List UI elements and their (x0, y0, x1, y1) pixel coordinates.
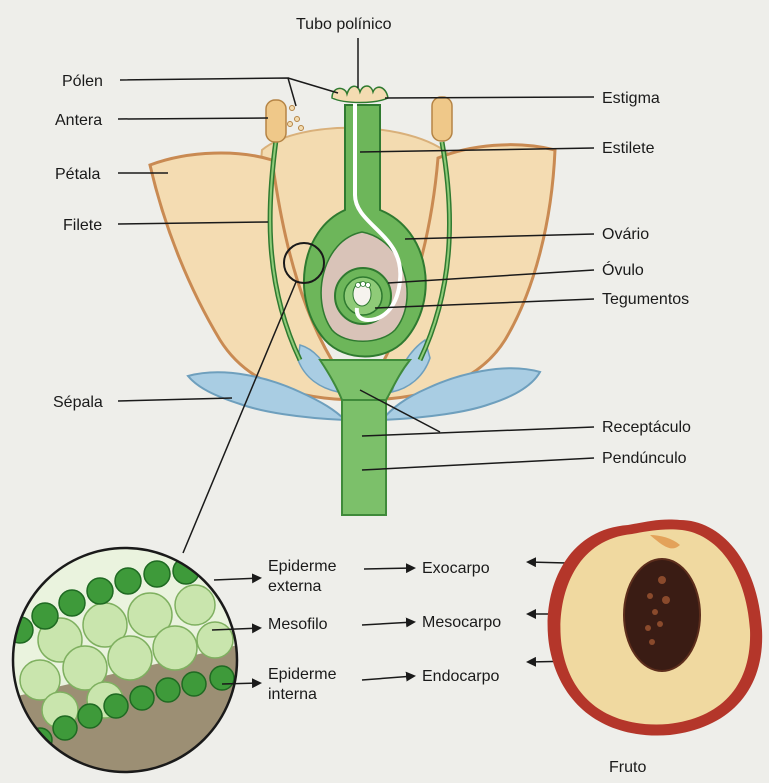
label-polen: Pólen (62, 73, 103, 90)
flower-illustration (150, 86, 555, 553)
label-petala: Pétala (55, 166, 100, 183)
label-exocarpo: Exocarpo (422, 560, 490, 577)
label-estigma: Estigma (602, 90, 660, 107)
label-epiderme-externa-1: Epiderme (268, 558, 337, 575)
fruit-endocarp (624, 559, 700, 671)
pollen-grains (288, 106, 304, 131)
tissue-magnification (0, 548, 260, 778)
anther-left (266, 100, 286, 142)
stigma (332, 86, 388, 103)
label-epiderme-interna-1: Epiderme (268, 666, 337, 683)
label-fruto: Fruto (609, 759, 646, 776)
tissue-labels: Epiderme externa Mesofilo Epiderme inter… (268, 558, 501, 703)
label-sepala: Sépala (53, 394, 103, 411)
label-ovario: Ovário (602, 226, 649, 243)
label-mesofilo: Mesofilo (268, 616, 328, 633)
label-receptaculo: Receptáculo (602, 419, 691, 436)
label-estilete: Estilete (602, 140, 655, 157)
peduncle (342, 382, 386, 515)
label-tubo-polinico: Tubo polínico (296, 16, 392, 33)
label-endocarpo: Endocarpo (422, 668, 499, 685)
label-filete: Filete (63, 217, 102, 234)
label-epiderme-interna-2: interna (268, 686, 317, 703)
label-tegumentos: Tegumentos (602, 291, 689, 308)
label-ovulo: Óvulo (602, 260, 644, 279)
label-epiderme-externa-2: externa (268, 578, 321, 595)
label-mesocarpo: Mesocarpo (422, 614, 501, 631)
fruit-illustration: Fruto (548, 519, 763, 776)
label-penduculo: Pendúnculo (602, 450, 687, 467)
anther-right (432, 97, 452, 141)
label-antera: Antera (55, 112, 102, 129)
